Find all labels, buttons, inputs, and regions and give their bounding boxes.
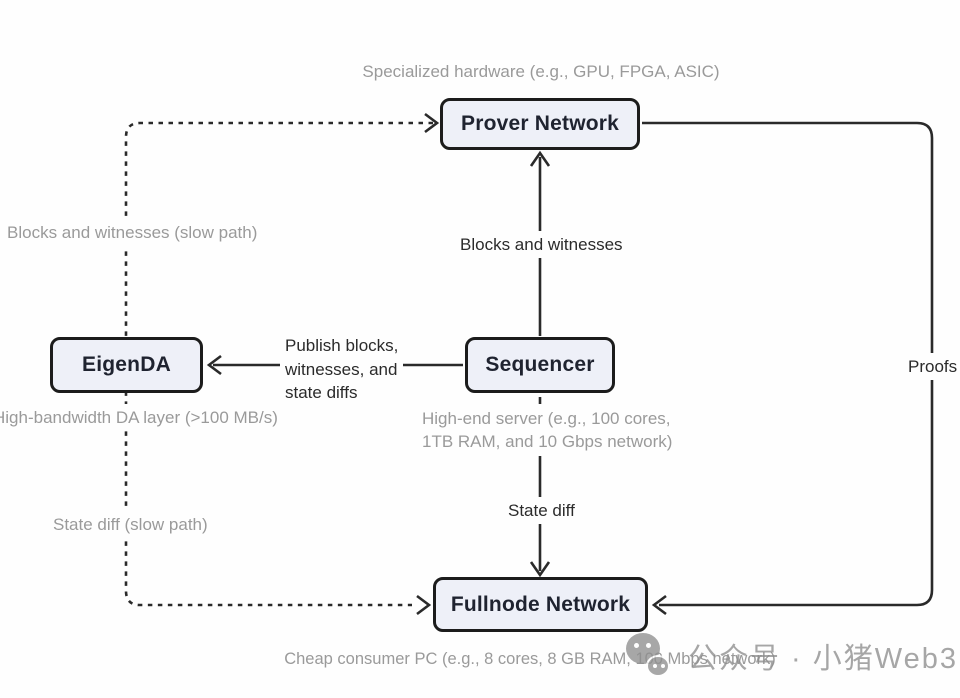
fullnode-network-node: Fullnode Network bbox=[433, 577, 648, 632]
eigenda-hardware-caption: High-bandwidth DA layer (>100 MB/s) bbox=[0, 404, 283, 432]
publish-blocks-line3: state diffs bbox=[285, 383, 358, 402]
publish-blocks-line2: witnesses, and bbox=[285, 359, 398, 379]
publish-blocks-line1: Publish blocks, bbox=[285, 336, 399, 355]
prover-hardware-caption: Specialized hardware (e.g., GPU, FPGA, A… bbox=[362, 62, 720, 81]
prover-to-fullnode-line bbox=[642, 121, 934, 607]
state-diff-label: State diff bbox=[503, 497, 580, 525]
arrowhead-into-eigenda bbox=[206, 354, 222, 376]
sequencer-node: Sequencer bbox=[465, 337, 615, 393]
proofs-label: Proofs bbox=[903, 353, 960, 381]
publish-blocks-label: Publish blocks, witnesses, and state dif… bbox=[280, 331, 404, 408]
blocks-and-witnesses-label: Blocks and witnesses bbox=[455, 231, 628, 259]
watermark-text: 公众号 · 小猪Web3 bbox=[687, 643, 958, 675]
arrowhead-into-fullnode-right bbox=[651, 594, 667, 616]
wechat-icon bbox=[624, 631, 672, 681]
eigenda-node: EigenDA bbox=[50, 337, 203, 393]
arrowhead-into-prover-bottom bbox=[529, 150, 551, 167]
slow-path-top-label: Blocks and witnesses (slow path) bbox=[2, 219, 263, 247]
wechat-watermark: 公众号 · 小猪Web3 bbox=[624, 629, 958, 683]
sequencer-hardware-caption: High-end server (e.g., 100 cores, 1TB RA… bbox=[417, 404, 678, 456]
arrowhead-into-fullnode-top bbox=[529, 561, 551, 578]
arrowhead-into-fullnode-left bbox=[416, 594, 432, 616]
wechat-bubble-small bbox=[645, 655, 670, 677]
sequencer-hardware-line1: High-end server (e.g., 100 cores, bbox=[422, 409, 671, 428]
prover-network-node: Prover Network bbox=[440, 98, 640, 150]
arrowhead-into-prover bbox=[424, 112, 440, 134]
sequencer-hardware-line2: 1TB RAM, and 10 Gbps network) bbox=[422, 432, 673, 451]
slow-path-bottom-label: State diff (slow path) bbox=[48, 511, 213, 539]
